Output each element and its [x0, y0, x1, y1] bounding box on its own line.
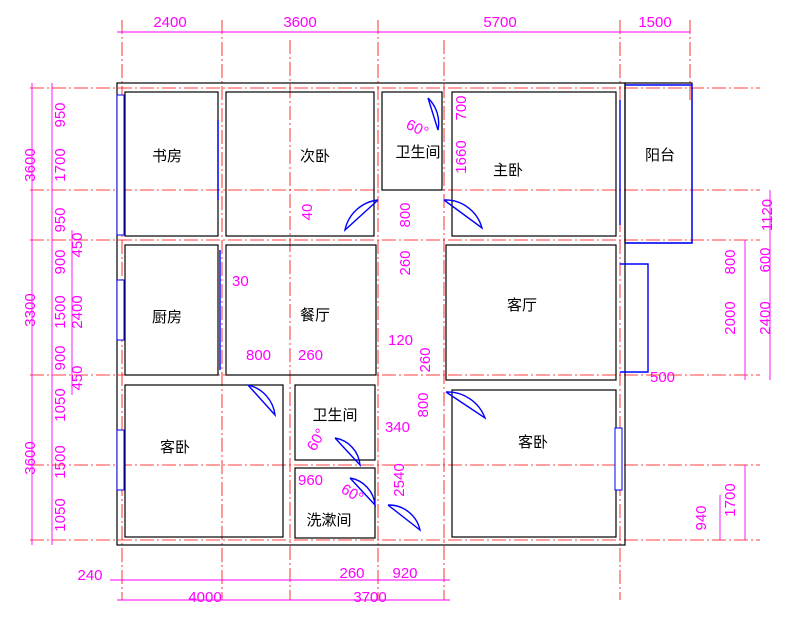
dim-text: 900: [52, 345, 69, 370]
dim-text: 260: [298, 347, 323, 364]
dim-text: 800: [722, 249, 739, 274]
guest-window-icon: [116, 429, 125, 491]
door-swing-icon: [443, 199, 484, 230]
room-label: 阳台: [645, 146, 675, 164]
dim-text: 1500: [52, 445, 69, 478]
right-dimensions: 1120 800 600 2000 2400 940 1700: [693, 199, 776, 531]
dim-text: 2400: [757, 301, 774, 334]
dim-text: 30: [232, 273, 249, 290]
door-swing-icon: [387, 504, 422, 532]
walls: [116, 82, 693, 546]
room-label: 次卧: [300, 147, 330, 165]
dim-text: 340: [385, 419, 410, 436]
room-label: 厨房: [152, 308, 182, 326]
angle-text: 60°: [304, 426, 330, 454]
angle-text: 60°: [403, 116, 431, 141]
top-dimensions: 2400 3600 5700 1500: [153, 14, 671, 31]
guest2-window-icon: [614, 427, 623, 491]
dim-text: 3300: [22, 293, 39, 326]
bottom-dimensions: 240 4000 3700 260 920: [77, 565, 417, 606]
dim-text: 1500: [52, 295, 69, 328]
kitchen-window-icon: [116, 279, 125, 341]
dim-text: 2000: [722, 301, 739, 334]
dim-text: 1500: [638, 14, 671, 31]
dim-text: 1660: [453, 140, 470, 173]
dim-text: 700: [453, 95, 470, 120]
room-label: 书房: [152, 147, 182, 165]
dim-text: 950: [52, 102, 69, 127]
dim-text: 450: [69, 232, 86, 257]
dim-text: 40: [299, 204, 316, 221]
room-label: 客卧: [518, 433, 548, 451]
door-swing-icon: [343, 199, 379, 232]
dim-text: 260: [417, 347, 434, 372]
room-label: 洗漱间: [306, 511, 351, 529]
dim-text: 500: [650, 369, 675, 386]
dim-text: 920: [392, 565, 417, 582]
dim-text: 2540: [391, 463, 408, 496]
dim-text: 1050: [52, 498, 69, 531]
room-label: 餐厅: [300, 306, 330, 324]
dim-text: 800: [397, 202, 414, 227]
room-label: 卫生间: [312, 406, 357, 424]
balcony-window-icon: [625, 84, 693, 244]
door-swing-icon: [427, 97, 440, 131]
dim-text: 800: [246, 347, 271, 364]
dim-text: 3600: [22, 441, 39, 474]
dim-text: 2400: [153, 14, 186, 31]
dim-text: 3700: [353, 589, 386, 606]
dim-text: 940: [693, 505, 710, 530]
dim-text: 3600: [283, 14, 316, 31]
dim-text: 260: [339, 565, 364, 582]
dim-text: 120: [388, 332, 413, 349]
study-window-icon: [116, 94, 125, 236]
angle-text: 60°: [338, 481, 366, 507]
axis-lines: [30, 20, 760, 600]
dim-text: 950: [52, 207, 69, 232]
room-labels: 书房 次卧 卫生间 主卧 阳台 厨房 餐厅 客厅 客卧 卫生间 洗漱间 客卧: [152, 143, 675, 529]
door-swing-icon: [349, 477, 376, 507]
dim-text: 2400: [69, 295, 86, 328]
door-swing-icon: [334, 437, 361, 467]
dim-text: 4000: [188, 589, 221, 606]
dim-text: 1700: [52, 148, 69, 181]
room-label: 客厅: [507, 296, 537, 314]
room-label: 卫生间: [395, 143, 440, 161]
dim-text: 900: [52, 249, 69, 274]
room-label: 客卧: [160, 438, 190, 456]
door-swing-icon: [445, 391, 487, 420]
dim-text: 800: [415, 392, 432, 417]
dim-text: 260: [397, 250, 414, 275]
dimension-lines: [31, 31, 771, 601]
dim-text: 1700: [722, 483, 739, 516]
door-swing-icon: [247, 384, 276, 418]
dim-text: 240: [77, 567, 102, 584]
dim-text: 450: [69, 365, 86, 390]
bay-window-icon: [620, 263, 649, 373]
dim-text: 1120: [759, 199, 776, 231]
doors-windows: [116, 84, 693, 532]
dim-text: 3600: [22, 148, 39, 181]
room-label: 主卧: [493, 161, 523, 179]
interior-dimensions: 700 1660 40 800 260 30 800 260 120 260 8…: [232, 95, 675, 496]
dim-text: 5700: [483, 14, 516, 31]
dim-text: 1050: [52, 388, 69, 421]
dim-text: 600: [757, 247, 774, 272]
left-dimensions: 3600 3300 3600 950 1700 950 900 1500 900…: [22, 102, 86, 531]
dim-text: 960: [298, 472, 323, 489]
